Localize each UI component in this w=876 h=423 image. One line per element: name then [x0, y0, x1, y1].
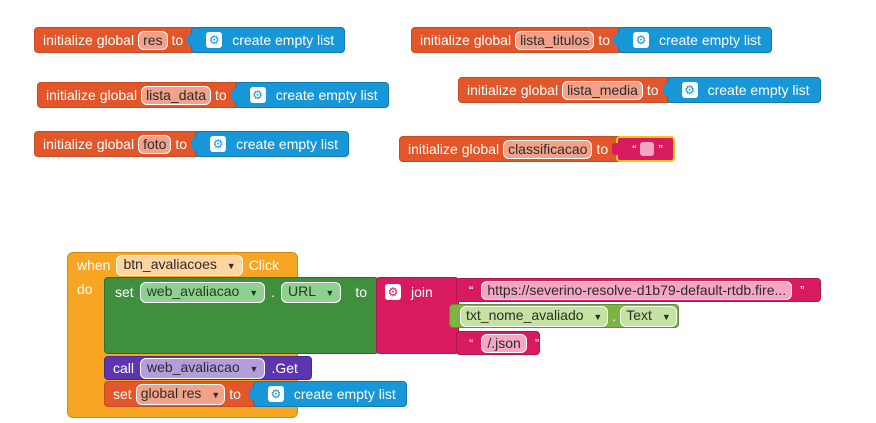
- global-name-lista-data[interactable]: lista_data: [141, 85, 211, 105]
- get-component-name: txt_nome_avaliado: [466, 306, 584, 323]
- quote-close: ”: [534, 335, 540, 351]
- set-label: set: [115, 284, 134, 300]
- event-component-dropdown[interactable]: btn_avaliacoes ▼: [116, 254, 243, 276]
- global-name-classificacao[interactable]: classificacao: [503, 139, 593, 159]
- dropdown-caret-icon: ▼: [249, 363, 259, 374]
- global-name-foto[interactable]: foto: [138, 134, 172, 154]
- set-global-res-block[interactable]: set global res ▼ to ⚙ create empty list: [104, 381, 407, 407]
- join-block[interactable]: ⚙ join: [376, 277, 459, 354]
- gear-icon[interactable]: ⚙: [267, 386, 284, 402]
- create-empty-list-label: create empty list: [659, 32, 761, 48]
- set-global-name: global res: [140, 384, 202, 401]
- dropdown-caret-icon: ▼: [211, 389, 221, 400]
- set-component-name: web_avaliacao: [146, 282, 240, 299]
- gear-icon[interactable]: ⚙: [633, 32, 650, 48]
- empty-text-block[interactable]: “ ”: [612, 136, 675, 162]
- create-empty-list-label: create empty list: [707, 82, 810, 98]
- gear-icon[interactable]: ⚙: [249, 87, 266, 103]
- url-string-value[interactable]: https://severino-resolve-d1b79-default-r…: [481, 280, 793, 300]
- click-label: Click: [248, 257, 280, 273]
- gear-icon[interactable]: ⚙: [681, 82, 698, 98]
- init-global-classificacao-block[interactable]: initialize global classificacao to “ ”: [399, 136, 675, 162]
- dropdown-caret-icon: ▼: [249, 287, 259, 298]
- get-component-dropdown[interactable]: txt_nome_avaliado ▼: [460, 305, 609, 327]
- dropdown-caret-icon: ▼: [226, 260, 236, 271]
- call-component-name: web_avaliacao: [147, 358, 240, 375]
- set-label: set: [113, 386, 132, 402]
- to-label: to: [355, 284, 368, 300]
- gear-icon[interactable]: ⚙: [385, 284, 401, 300]
- empty-string-field[interactable]: [640, 142, 655, 156]
- init-global-label: initialize global: [408, 141, 500, 157]
- when-label: when: [77, 257, 111, 273]
- gear-icon[interactable]: ⚙: [206, 32, 223, 48]
- dropdown-caret-icon: ▼: [661, 311, 671, 322]
- url-string-block[interactable]: “ https://severino-resolve-d1b79-default…: [456, 278, 821, 302]
- create-empty-list-block[interactable]: ⚙ create empty list: [230, 82, 389, 108]
- to-label: to: [229, 386, 241, 402]
- create-empty-list-label: create empty list: [232, 32, 335, 48]
- set-property-dropdown[interactable]: URL ▼: [281, 281, 342, 303]
- set-component-dropdown[interactable]: web_avaliacao ▼: [139, 281, 266, 303]
- init-global-label: initialize global: [43, 136, 135, 152]
- create-empty-list-block[interactable]: ⚙ create empty list: [187, 27, 346, 53]
- get-property-dropdown[interactable]: Text ▼: [620, 305, 677, 327]
- dropdown-caret-icon: ▼: [325, 287, 335, 298]
- quote-open: “: [469, 335, 474, 351]
- event-header: when btn_avaliacoes ▼ Click: [77, 254, 280, 276]
- to-label: to: [598, 32, 611, 48]
- init-global-foto-block[interactable]: initialize global foto to ⚙ create empty…: [34, 131, 350, 157]
- init-global-lista-media-block[interactable]: initialize global lista_media to ⚙ creat…: [458, 77, 821, 103]
- init-global-label: initialize global: [467, 82, 559, 98]
- init-global-label: initialize global: [46, 87, 138, 103]
- global-name-lista-titulos[interactable]: lista_titulos: [515, 30, 595, 50]
- gear-icon[interactable]: ⚙: [210, 136, 227, 152]
- quote-close: ”: [658, 141, 663, 157]
- to-label: to: [596, 141, 609, 157]
- to-label: to: [175, 136, 188, 152]
- event-component-name: btn_avaliacoes: [123, 255, 217, 272]
- init-global-label: initialize global: [420, 32, 512, 48]
- set-global-dropdown[interactable]: global res ▼: [135, 383, 226, 405]
- join-label: join: [411, 284, 433, 300]
- call-component-dropdown[interactable]: web_avaliacao ▼: [140, 357, 266, 379]
- set-property-name: URL: [288, 282, 316, 299]
- init-global-res-block[interactable]: initialize global res to ⚙ create empty …: [34, 27, 346, 53]
- get-method-label: .Get: [271, 360, 298, 376]
- to-label: to: [646, 82, 659, 98]
- create-empty-list-block[interactable]: ⚙ create empty list: [248, 381, 407, 407]
- create-empty-list-label: create empty list: [293, 386, 396, 402]
- json-suffix-value[interactable]: /.json: [481, 333, 527, 353]
- dropdown-caret-icon: ▼: [593, 311, 603, 322]
- create-empty-list-block[interactable]: ⚙ create empty list: [662, 77, 821, 103]
- quote-close: ”: [800, 282, 805, 298]
- dot-label: .: [612, 308, 617, 324]
- call-get-block[interactable]: call web_avaliacao ▼ .Get: [104, 356, 312, 380]
- init-global-lista-titulos-block[interactable]: initialize global lista_titulos to ⚙ cre…: [411, 27, 772, 53]
- quote-open: “: [469, 282, 474, 298]
- create-empty-list-block[interactable]: ⚙ create empty list: [191, 131, 350, 157]
- to-label: to: [215, 87, 227, 103]
- init-global-lista-data-block[interactable]: initialize global lista_data to ⚙ create…: [37, 82, 389, 108]
- get-property-name: Text: [626, 306, 652, 323]
- to-label: to: [171, 32, 184, 48]
- quote-open: “: [632, 141, 637, 157]
- get-text-block[interactable]: txt_nome_avaliado ▼ . Text ▼: [449, 304, 679, 328]
- dot-label: .: [271, 284, 276, 300]
- init-global-label: initialize global: [43, 32, 135, 48]
- global-name-lista-media[interactable]: lista_media: [562, 80, 643, 100]
- create-empty-list-label: create empty list: [275, 87, 378, 103]
- call-label: call: [113, 360, 135, 376]
- do-label: do: [77, 281, 93, 297]
- create-empty-list-label: create empty list: [236, 136, 339, 152]
- json-suffix-string-block[interactable]: “ /.json ”: [456, 331, 540, 355]
- set-url-block[interactable]: set web_avaliacao ▼ . URL ▼ to: [104, 277, 379, 354]
- create-empty-list-block[interactable]: ⚙ create empty list: [614, 27, 772, 53]
- global-name-res[interactable]: res: [138, 30, 168, 50]
